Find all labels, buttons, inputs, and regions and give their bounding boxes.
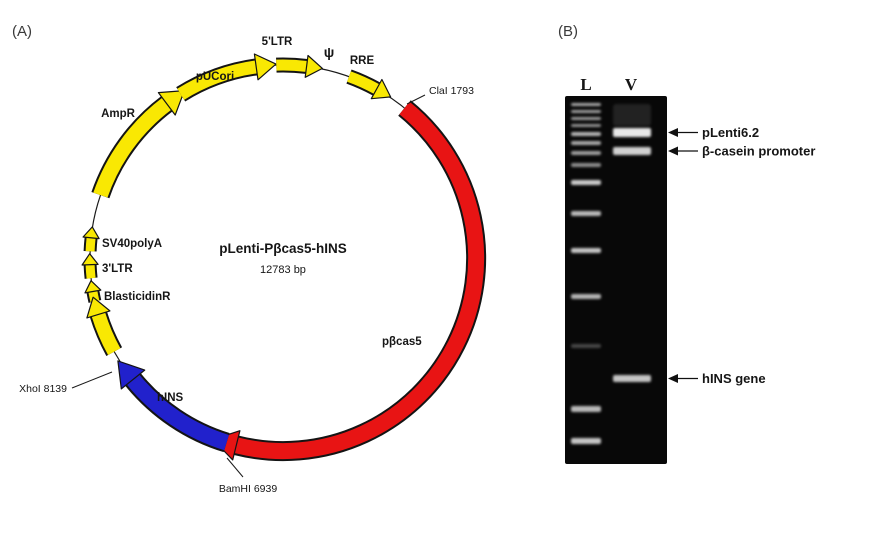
ladder-band [571,438,601,444]
ladder-band [571,132,601,136]
xhoi-site-label: XhoI 8139 [19,383,67,395]
panel-b-label: (B) [558,23,578,40]
xhoi-site-tick [71,371,113,389]
blasticidin-small-arrowhead [84,280,102,294]
blasticidin-label: BlasticidinR [104,291,171,303]
sv40polya-arrowhead [82,226,100,240]
sv40polya-label: SV40polyA [102,238,162,250]
ampr-arc [93,97,172,198]
vector-band [613,147,651,155]
pucori-arc [177,60,258,100]
rre-arrowhead [370,78,392,100]
ltr3-arrowhead [81,253,99,266]
left-arrow-icon [668,374,678,383]
vector-band [613,375,651,382]
pucori-label: pUCori [196,71,234,83]
ladder-band [571,163,601,167]
hins-label: hINS [157,392,184,404]
ladder-band [571,151,601,155]
ltr5-label: 5'LTR [262,36,293,48]
annotation-plenti: pLenti6.2 [668,125,759,140]
rre-label: RRE [350,55,375,67]
ladder-band [571,124,601,127]
left-arrow-icon [668,146,678,156]
ladder-band [571,406,601,412]
plasmid-title: pLenti-Pβcas5-hINS [219,241,347,256]
panel-a-label: (A) [12,23,32,40]
ladder-band [571,248,601,253]
hins-arc [126,374,230,451]
hins-arrowhead [117,360,146,390]
blasticidin-arrowhead [86,296,111,319]
pucori-arrowhead [253,53,277,81]
lane-ladder-label: L [580,75,591,94]
ampr-arrowhead [157,89,185,116]
annotation-bcasein: β-casein promoter [668,144,815,159]
ladder-band [571,110,601,113]
gel-image [565,96,667,464]
ltr3-arc [85,264,96,279]
ladder-band [571,344,601,348]
left-arrow-icon [668,128,678,137]
gel-smear [613,104,651,126]
ladder-band [571,103,601,106]
plasmid-size: 12783 bp [260,264,306,276]
annotation-hins-gene-label: hINS gene [702,371,766,386]
vector-bands [613,128,651,382]
annotation-bcasein-label: β-casein promoter [702,144,815,159]
ltr5-arrowhead [304,54,323,78]
annotation-plenti-label: pLenti6.2 [702,125,759,140]
ampr-label: AmpR [101,108,136,120]
annotation-hins-gene: hINS gene [668,371,766,386]
ladder-band [571,180,601,185]
ltr5-arc [276,59,308,72]
ltr3-label: 3'LTR [102,263,133,275]
vector-band [613,128,651,137]
lane-vector-label: V [625,75,638,94]
ladder-band [571,211,601,216]
ladder-bands [571,103,601,444]
blasticidin-arc [91,312,121,355]
psi-label: ψ [324,44,335,60]
ladder-band [571,141,601,145]
clai-site-tick [406,94,426,105]
bamhi-site-tick [226,457,244,478]
pbcas5-arc [234,101,485,460]
clai-site-label: ClaI 1793 [429,85,474,97]
sv40polya-arc [85,237,96,252]
pbcas5-label: pβcas5 [382,336,422,348]
bamhi-site-label: BamHI 6939 [219,483,278,495]
ladder-band [571,294,601,299]
ladder-band [571,117,601,120]
